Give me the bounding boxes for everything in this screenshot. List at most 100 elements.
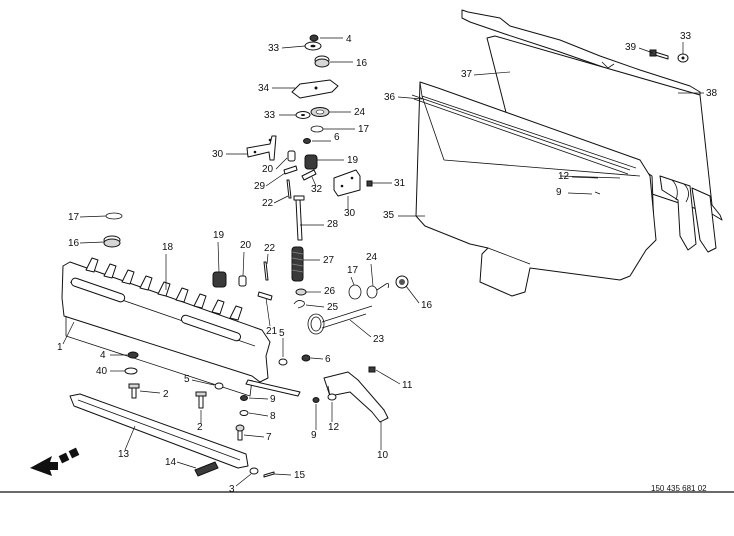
washer-5-center — [278, 358, 288, 366]
torsion-spring-23 — [307, 305, 373, 335]
pin-20-lower — [238, 275, 247, 287]
callout-label: 8 — [270, 411, 276, 422]
rod-28 — [293, 195, 305, 241]
leader-line — [305, 304, 325, 308]
washer-33-right — [677, 53, 689, 63]
washer-33-mid — [295, 111, 311, 119]
washer-5-lower — [214, 382, 224, 390]
callout-label: 27 — [323, 255, 335, 266]
leader-line — [248, 412, 269, 417]
callout-label: 2 — [163, 389, 169, 400]
pin-21 — [257, 291, 273, 301]
bolt-11 — [368, 366, 376, 373]
leader-line — [217, 241, 220, 273]
callout-label: 33 — [680, 31, 692, 42]
bolt-2-left — [128, 383, 140, 399]
leader-line — [275, 157, 288, 170]
callout-label: 20 — [240, 240, 252, 251]
guide-rail — [245, 379, 301, 397]
leader-line — [79, 241, 105, 244]
callout-label: 35 — [383, 210, 395, 221]
leader-line — [405, 285, 420, 304]
callout-label: 24 — [366, 252, 378, 263]
leader-line — [191, 379, 215, 386]
leader-line — [265, 297, 271, 327]
leader-line — [311, 176, 317, 187]
callout-label: 12 — [558, 171, 570, 182]
leader-line — [79, 215, 107, 218]
washer-12-right — [327, 393, 337, 401]
roller-19-upper — [304, 154, 318, 170]
mounting-plate-30-right — [333, 169, 361, 197]
leader-line — [350, 276, 355, 286]
callout-label: 22 — [262, 198, 274, 209]
callout-label: 29 — [254, 181, 266, 192]
shaft-13 — [69, 393, 249, 469]
leader-line — [266, 253, 269, 265]
callout-label: 3 — [229, 484, 235, 495]
mounting-plate-30-left — [246, 135, 277, 161]
callout-label: 33 — [268, 43, 280, 54]
direction-arrow-icon — [30, 447, 80, 476]
roller-19-lower — [212, 271, 227, 288]
callout-label: 4 — [100, 350, 106, 361]
callout-label: 9 — [311, 430, 317, 441]
leader-line — [567, 192, 593, 195]
callout-label: 33 — [264, 110, 276, 121]
callout-label: 5 — [184, 374, 190, 385]
callout-label: 1 — [57, 342, 63, 353]
callout-label: 26 — [324, 286, 336, 297]
leader-line — [473, 71, 511, 76]
leader-line — [349, 319, 372, 338]
callout-label: 38 — [706, 88, 718, 99]
callout-label: 5 — [279, 328, 285, 339]
callout-label: 16 — [68, 238, 80, 249]
callout-label: 25 — [327, 302, 339, 313]
leader-line — [638, 47, 654, 54]
tine-row-18 — [85, 257, 243, 321]
nut-4-lower — [127, 351, 139, 359]
callout-label: 11 — [402, 380, 413, 391]
spring-27 — [291, 246, 304, 282]
callout-label: 17 — [358, 124, 370, 135]
leader-line — [235, 473, 252, 487]
callout-label: 39 — [625, 42, 637, 53]
pin-15 — [263, 471, 275, 478]
callout-label: 32 — [311, 184, 323, 195]
callout-label: 16 — [421, 300, 433, 311]
pin-22-lower — [263, 261, 269, 281]
leader-line — [139, 390, 161, 394]
bushing-16-right — [395, 275, 409, 289]
callout-label: 13 — [118, 449, 130, 460]
housing-frame-1 — [61, 261, 271, 397]
leader-line — [62, 321, 75, 345]
callout-label: 28 — [327, 219, 339, 230]
leader-line — [281, 45, 306, 49]
nut-6-lower — [301, 354, 311, 362]
callout-label: 14 — [165, 457, 177, 468]
callout-label: 30 — [212, 149, 224, 160]
leader-lines — [62, 37, 704, 487]
leader-line — [571, 176, 599, 179]
ring-17-mid — [310, 125, 324, 133]
pin-29 — [283, 165, 298, 175]
callout-label: 6 — [325, 354, 331, 365]
washer-3 — [249, 467, 259, 475]
screw-31 — [366, 180, 373, 187]
nut-9-lower — [240, 395, 248, 401]
callout-label: 19 — [213, 230, 225, 241]
nut-6-top — [303, 138, 311, 144]
bolt-7 — [235, 424, 245, 441]
leader-line — [243, 434, 265, 438]
callout-label: 4 — [346, 34, 352, 45]
pin-22-upper — [286, 179, 292, 199]
callout-label: 19 — [347, 155, 359, 166]
spring-14 — [194, 461, 219, 477]
callout-label: 37 — [461, 69, 473, 80]
callout-label: 30 — [344, 208, 356, 219]
callout-label: 6 — [334, 132, 340, 143]
callout-label: 10 — [377, 450, 389, 461]
callout-label: 40 — [96, 366, 108, 377]
drawing-number: 150 435 681 02 — [651, 484, 707, 493]
